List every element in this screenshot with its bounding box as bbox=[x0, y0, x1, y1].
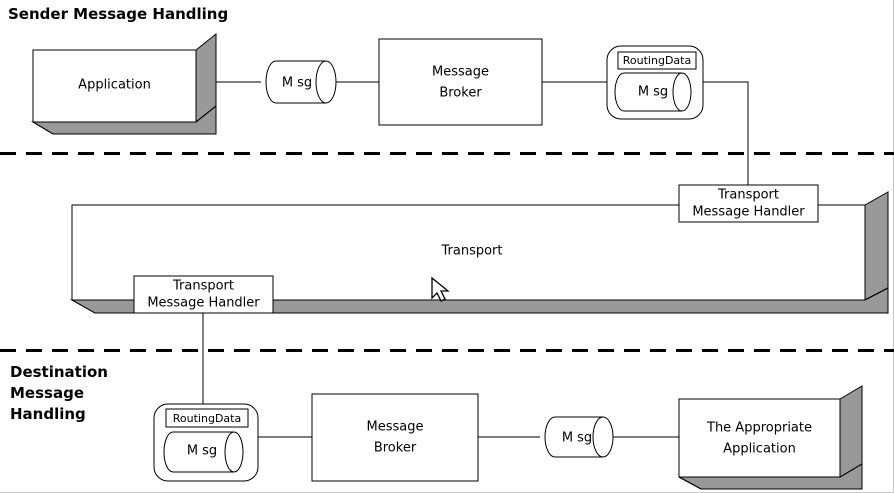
node-routingdata-destination[interactable]: M sg RoutingData bbox=[153, 403, 259, 482]
node-msg-sender[interactable]: M sg bbox=[265, 60, 337, 104]
handler-bottom-line-2: Message Handler bbox=[147, 296, 260, 311]
node-application[interactable]: Application bbox=[31, 32, 217, 135]
node-message-broker-sender[interactable]: Message Broker bbox=[378, 38, 543, 126]
sender-section-title: Sender Message Handling bbox=[8, 5, 229, 23]
node-routingdata-dest-msg-label: M sg bbox=[187, 444, 217, 459]
node-routingdata-sender-msg-label: M sg bbox=[638, 85, 668, 100]
node-application-label: Application bbox=[78, 78, 151, 93]
destination-title-line-1: Destination bbox=[10, 363, 108, 381]
node-routingdata-sender-label: RoutingData bbox=[623, 54, 691, 67]
handler-bottom-line-1: Transport bbox=[172, 279, 234, 294]
node-appropriate-app-line-1: The Appropriate bbox=[706, 421, 812, 436]
destination-title-line-3: Handling bbox=[10, 405, 86, 423]
node-routingdata-dest-label: RoutingData bbox=[173, 412, 241, 425]
handler-top-line-1: Transport bbox=[717, 188, 779, 203]
node-broker-sender-line-1: Message bbox=[432, 65, 489, 80]
handler-top-line-2: Message Handler bbox=[692, 205, 805, 220]
node-appropriate-app-line-2: Application bbox=[723, 442, 796, 457]
node-msg-sender-label: M sg bbox=[282, 76, 312, 91]
node-msg-destination[interactable]: M sg bbox=[544, 416, 614, 458]
node-transport-message-handler-bottom[interactable]: Transport Message Handler bbox=[133, 275, 274, 314]
node-message-broker-destination[interactable]: Message Broker bbox=[311, 393, 479, 482]
destination-title-line-2: Message bbox=[10, 384, 84, 402]
node-broker-sender-line-2: Broker bbox=[439, 86, 482, 101]
node-routingdata-sender[interactable]: M sg RoutingData bbox=[606, 45, 704, 120]
node-broker-dest-line-1: Message bbox=[367, 420, 424, 435]
node-transport-label: Transport bbox=[440, 244, 502, 259]
mouse-pointer-icon bbox=[431, 276, 450, 302]
node-transport-message-handler-top[interactable]: Transport Message Handler bbox=[678, 184, 819, 223]
node-broker-dest-line-2: Broker bbox=[374, 441, 417, 456]
connector-routing-to-handler-top bbox=[703, 81, 749, 185]
node-appropriate-application[interactable]: The Appropriate Application bbox=[678, 385, 863, 490]
node-msg-dest-label: M sg bbox=[562, 431, 592, 446]
